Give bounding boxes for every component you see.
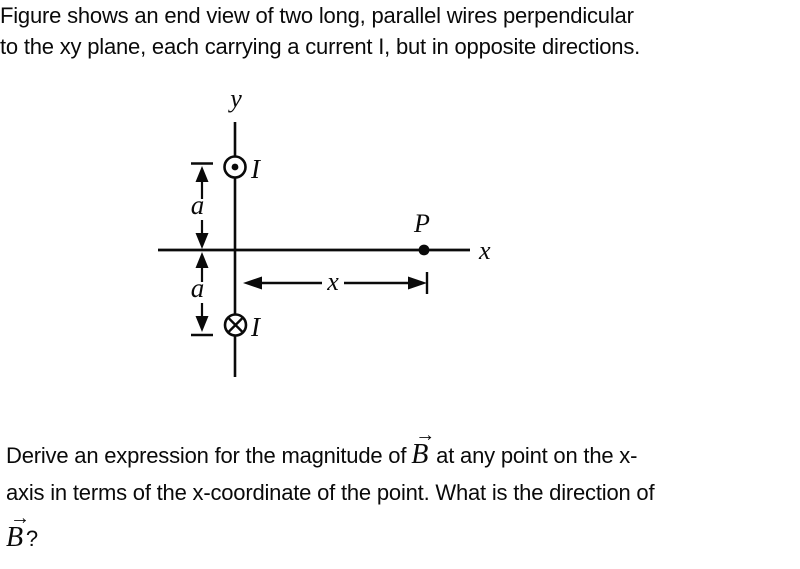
question-line-3: →B? xyxy=(6,508,38,554)
distance-marker-top xyxy=(191,162,213,249)
top-distance-label: a xyxy=(191,190,205,220)
x-axis-label: x xyxy=(478,236,491,265)
question-line-1: Derive an expression for the magnitude o… xyxy=(6,425,638,471)
x-distance-label: x xyxy=(326,267,339,296)
question-line-2: axis in terms of the x-coordinate of the… xyxy=(6,480,655,505)
point-p-label: P xyxy=(413,209,430,238)
b-symbol: B xyxy=(411,439,429,470)
point-p-dot xyxy=(418,244,430,256)
top-wire-current-label: I xyxy=(250,154,262,184)
b-vector-symbol: →B xyxy=(6,508,30,552)
distance-marker-bottom xyxy=(191,252,213,337)
intro-line-1: Figure shows an end view of two long, pa… xyxy=(0,3,634,28)
vector-arrow-icon: → xyxy=(415,424,436,446)
y-axis-label: y xyxy=(227,90,242,113)
question-line1-before: Derive an expression for the magnitude o… xyxy=(6,443,407,468)
vector-arrow-icon: → xyxy=(10,507,30,529)
current-out-icon xyxy=(223,155,247,179)
current-into-icon xyxy=(223,313,248,337)
bottom-distance-label: a xyxy=(191,273,205,303)
b-symbol: B xyxy=(6,522,23,553)
bottom-wire-current-label: I xyxy=(250,312,262,342)
question-line1-after: at any point on the x- xyxy=(436,443,638,468)
problem-intro-text: Figure shows an end view of two long, pa… xyxy=(0,0,800,62)
b-vector-symbol: →B xyxy=(411,425,435,469)
wires-end-view-diagram: y x I I a a xyxy=(158,90,491,377)
intro-line-2: to the xy plane, each carrying a current… xyxy=(0,34,641,59)
question-mark: ? xyxy=(25,526,38,551)
x-distance-arrow xyxy=(243,272,429,294)
